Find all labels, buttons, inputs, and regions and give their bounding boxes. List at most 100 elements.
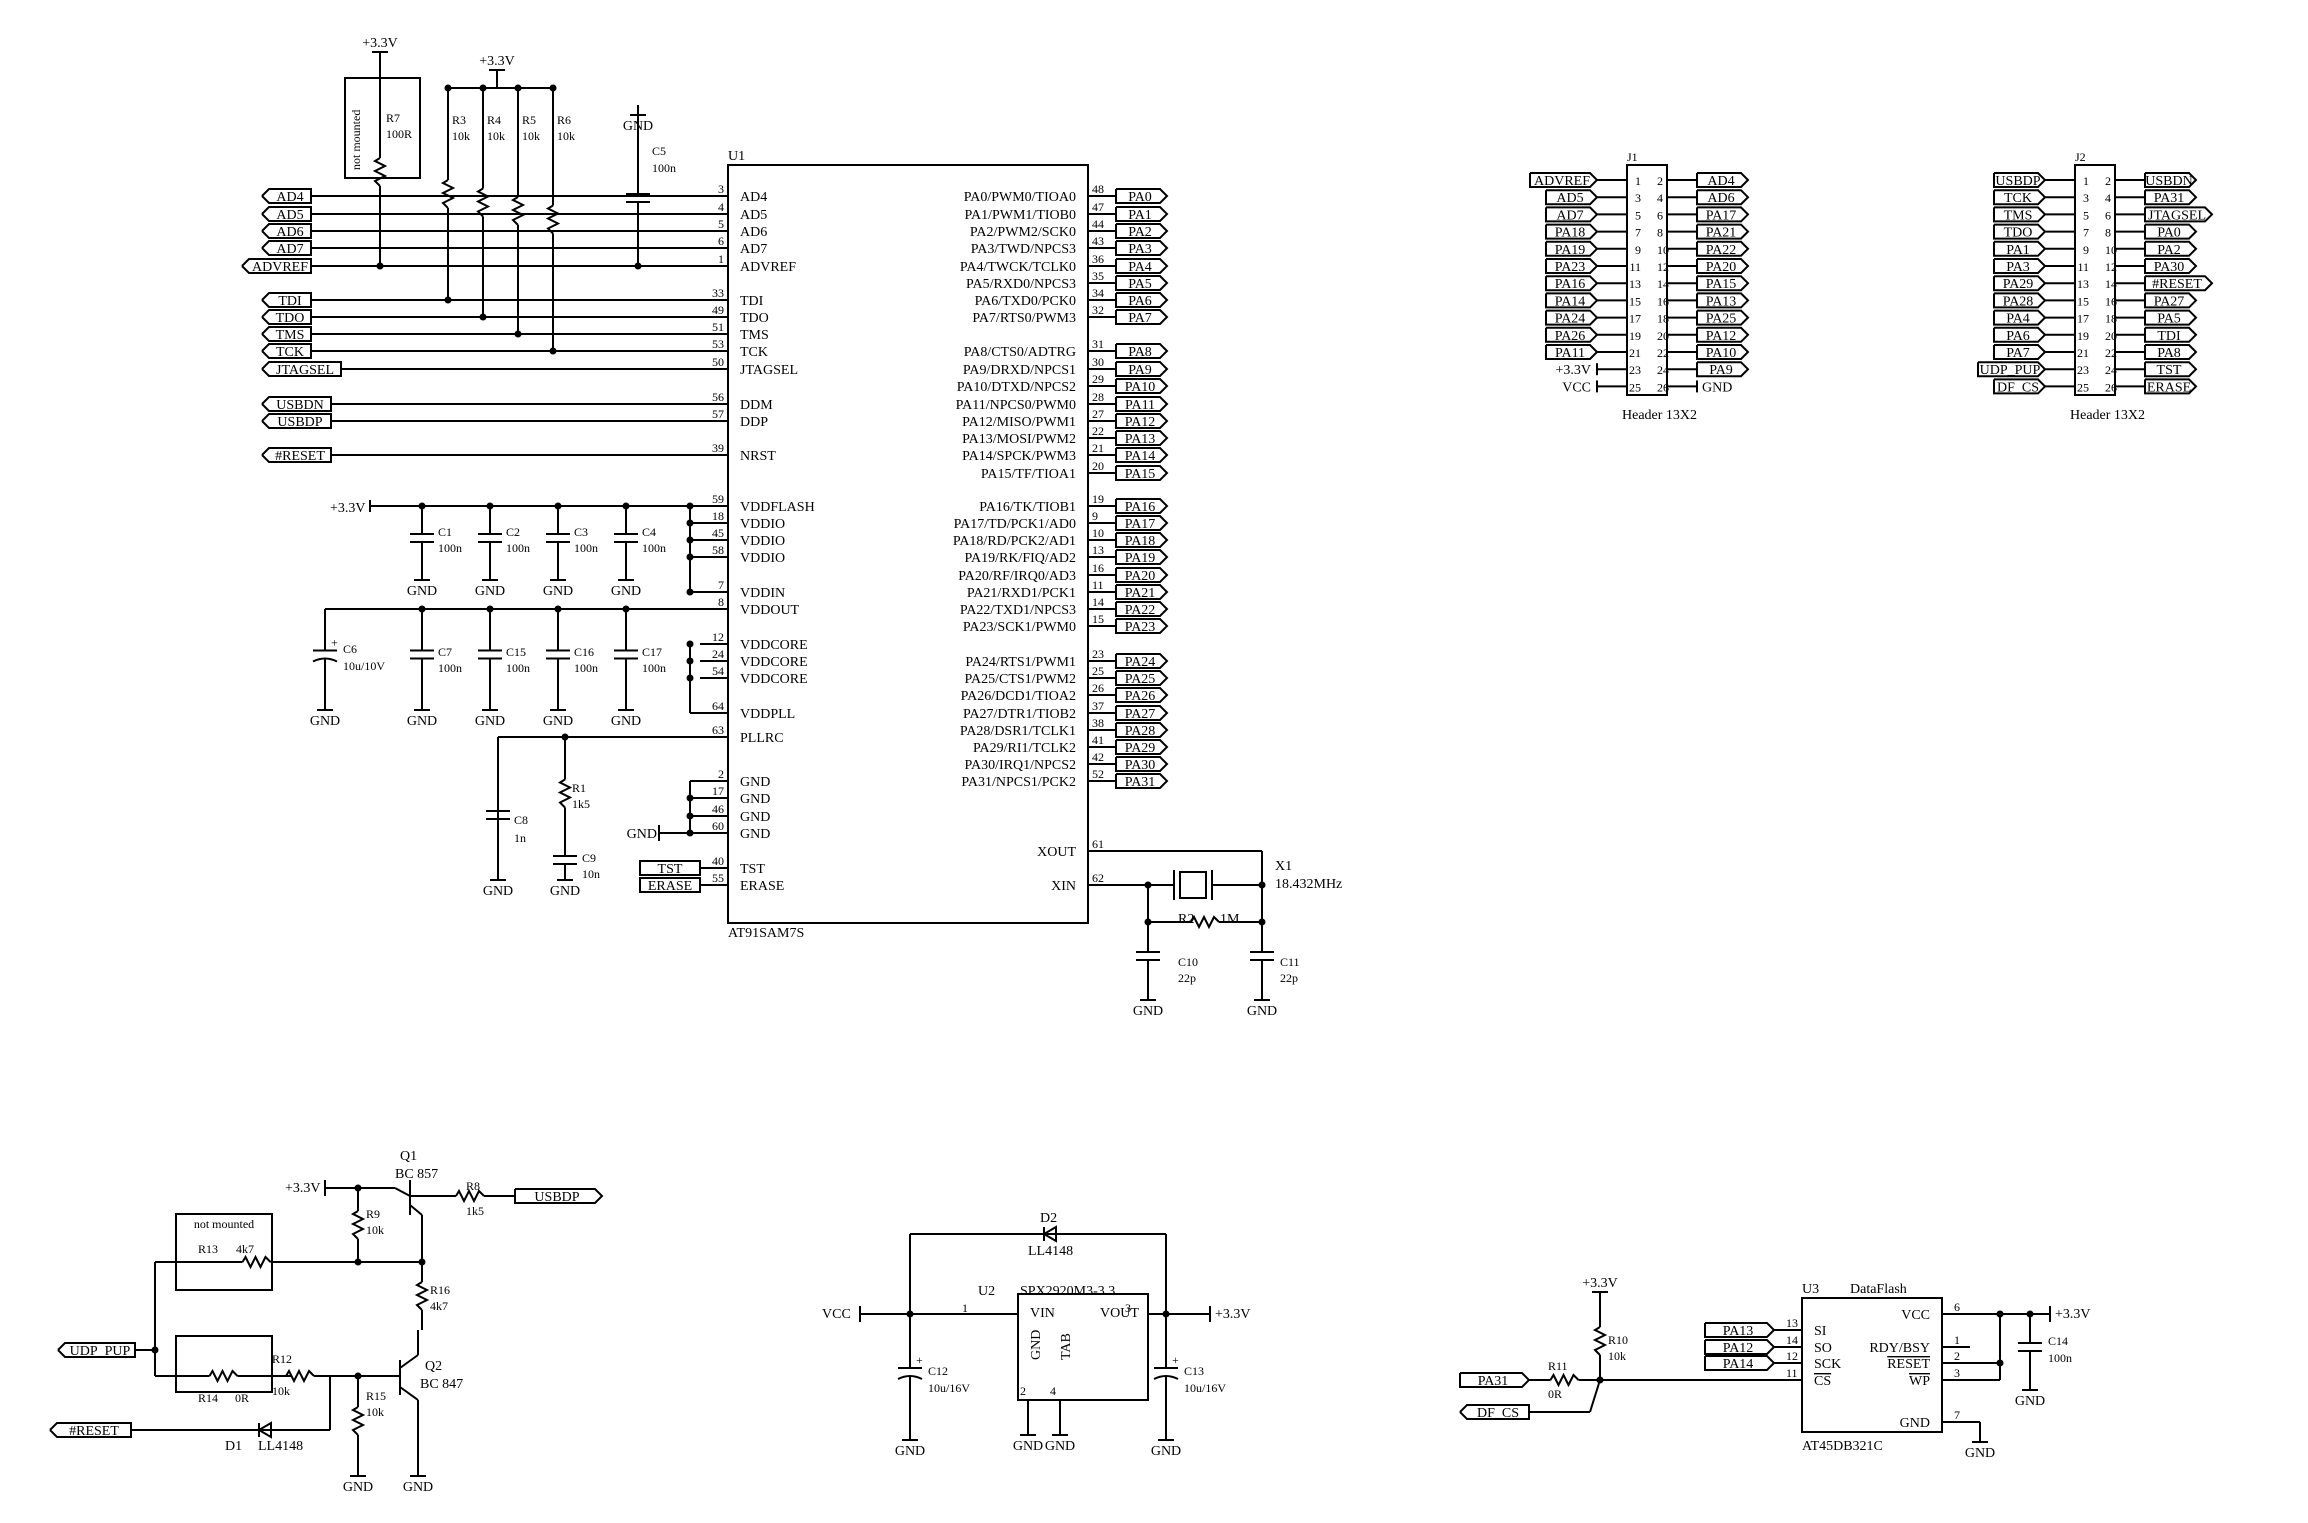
u1-pin-number: 61 <box>1092 837 1104 851</box>
r1-ref: R1 <box>572 781 586 795</box>
j2-left-net-port <box>1993 189 2047 206</box>
left-net-port-label: AD5 <box>276 208 303 223</box>
u1-pin-name: PA25/CTS1/PWM2 <box>964 672 1076 687</box>
j1-ref: J1 <box>1627 150 1638 164</box>
u1-pin-name: PA0/PWM0/TIOA0 <box>964 190 1076 205</box>
r13-not-mounted-box <box>175 1213 273 1291</box>
pa-net-port <box>1115 532 1169 548</box>
j1-pin-number: 10 <box>1657 243 1669 257</box>
junction-dot <box>479 313 487 321</box>
u1-pin-number: 39 <box>712 441 724 455</box>
pa-net-port <box>1115 275 1169 291</box>
j2-body <box>2074 164 2116 396</box>
j2-pin-number: 11 <box>2077 260 2089 274</box>
c1-ref: C1 <box>438 525 452 539</box>
q1-emitter <box>394 1187 411 1197</box>
j1-right-net-port-label: PA9 <box>1709 363 1733 378</box>
c2-ref: C2 <box>506 525 520 539</box>
pa31-port-label: PA31 <box>1478 1374 1509 1389</box>
usbdp-port-label: USBDP <box>534 1190 579 1205</box>
r8-ref: R8 <box>466 1179 480 1193</box>
u3-ref: U3 <box>1802 1282 1819 1297</box>
j2-pin-number: 4 <box>2105 191 2111 205</box>
u1-pin-number: 64 <box>712 699 724 713</box>
j1-pin-number: 7 <box>1635 226 1641 240</box>
r11-value: 0R <box>1548 1387 1562 1401</box>
left-net-port-label: USBDN <box>276 398 323 413</box>
c15-ref: C15 <box>506 645 526 659</box>
u3-pin-name: GND <box>1900 1416 1930 1431</box>
j1-pin-number: 20 <box>1657 329 1669 343</box>
u1-pin-number: 42 <box>1092 750 1104 764</box>
gnd-label: GND <box>627 827 657 842</box>
c11-ref: C11 <box>1280 955 1300 969</box>
c8-value: 1n <box>514 831 526 845</box>
u1-pin-name: PA1/PWM1/TIOB0 <box>964 208 1076 223</box>
j2-pin-number: 7 <box>2083 226 2089 240</box>
j2-right-net-port <box>2144 378 2198 395</box>
u1-pin-name: AD7 <box>740 242 767 257</box>
j2-left-net-port <box>1993 378 2047 395</box>
pa-net-port <box>1115 705 1169 721</box>
u2-value: SPX2920M3-3.3 <box>1020 1284 1115 1299</box>
r7-ref: R7 <box>386 111 400 125</box>
j2-left-net-port-label: PA29 <box>2003 277 2034 292</box>
gnd-label: GND <box>543 584 573 599</box>
u1-pin-name: PA22/TXD1/NPCS3 <box>960 603 1076 618</box>
j2-part: Header 13X2 <box>2070 408 2145 423</box>
pa-net-port-label: PA24 <box>1125 655 1156 670</box>
u1-pin-number: 2 <box>718 767 724 781</box>
r6-resistor <box>545 204 561 235</box>
u1-pin-number: 52 <box>1092 767 1104 781</box>
j2-ref: J2 <box>2075 150 2086 164</box>
u1-pin-number: 37 <box>1092 699 1104 713</box>
u1-pin-number: 59 <box>712 492 724 506</box>
r7-resistor <box>372 157 388 187</box>
u1-pin-name: AD6 <box>740 225 767 240</box>
junction-dot <box>514 330 522 338</box>
u1-pin-name: PA24/RTS1/PWM1 <box>965 655 1076 670</box>
pa-net-port <box>1115 515 1169 531</box>
pa-net-port-label: PA29 <box>1125 741 1156 756</box>
u1-pin-name: PA8/CTS0/ADTRG <box>964 345 1076 360</box>
j2-left-net-port-label: TCK <box>2004 191 2032 206</box>
j2-left-net-port-label: PA7 <box>2006 346 2030 361</box>
r1-value: 1k5 <box>572 797 590 811</box>
pa-net-port <box>1115 756 1169 772</box>
gnd-label: GND <box>2015 1394 2045 1409</box>
u3-pin-number: 2 <box>1954 1349 1960 1363</box>
c17-ref: C17 <box>642 645 662 659</box>
u1-pin-number: 60 <box>712 819 724 833</box>
u1-pin-number: 35 <box>1092 269 1104 283</box>
u1-pin-number: 14 <box>1092 595 1104 609</box>
r5-value: 10k <box>522 129 540 143</box>
u1-pin-name: VDDPLL <box>740 707 795 722</box>
j1-right-net-port <box>1696 172 1750 188</box>
r4-resistor <box>475 187 491 218</box>
j1-left-net-port-label: PA24 <box>1555 312 1586 327</box>
u1-pin-number: 3 <box>718 182 724 196</box>
j1-right-net-port <box>1696 361 1750 378</box>
pa-net-port-label: PA26 <box>1125 689 1156 704</box>
pa-net-port-label: PA16 <box>1125 500 1156 515</box>
x1-crystal <box>1179 871 1207 899</box>
u1-pin-number: 12 <box>712 630 724 644</box>
r7-value: 100R <box>386 127 412 141</box>
j1-left-net-port-label: PA11 <box>1555 346 1585 361</box>
d2-ref: D2 <box>1040 1211 1057 1226</box>
j1-right-net-port <box>1696 326 1750 343</box>
r5-ref: R5 <box>522 113 536 127</box>
r12-value: 10k <box>272 1384 290 1398</box>
u1-pin-name: TCK <box>740 345 768 360</box>
u1-pin-number: 50 <box>712 355 724 369</box>
pa-net-port-label: PA19 <box>1125 551 1156 566</box>
j1-net-label: VCC <box>1562 380 1591 395</box>
u1-pin-number: 38 <box>1092 716 1104 730</box>
q2-value: BC 847 <box>420 1377 463 1392</box>
r15-value: 10k <box>366 1405 384 1419</box>
u1-pin-number: 55 <box>712 871 724 885</box>
pa-net-port-label: PA0 <box>1128 190 1152 205</box>
j1-pin-number: 16 <box>1657 294 1669 308</box>
gnd-label: GND <box>1045 1439 1075 1454</box>
r4-value: 10k <box>487 129 505 143</box>
